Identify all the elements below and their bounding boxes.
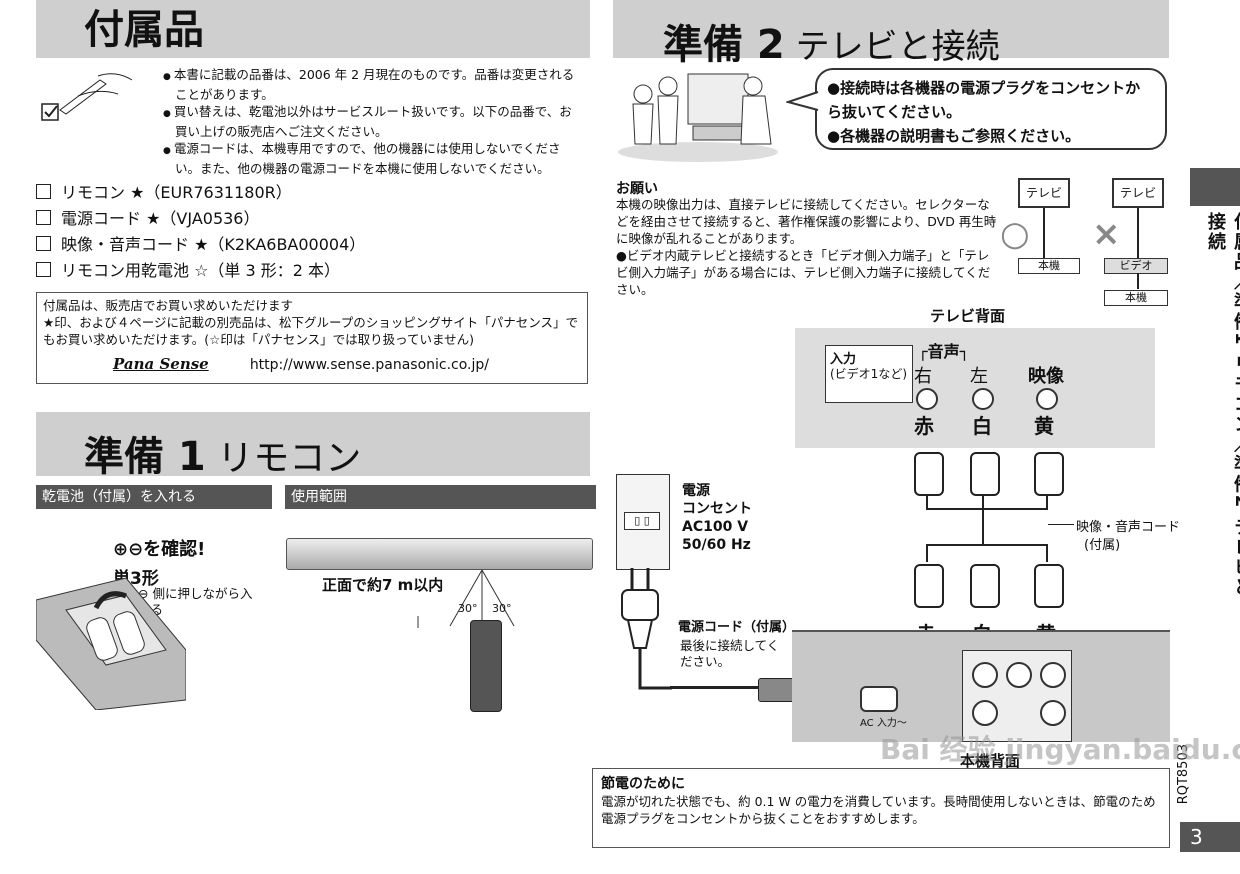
- range-subheader: 使用範囲: [285, 485, 596, 509]
- family-illustration: [618, 73, 778, 162]
- page-number-box: 3: [1180, 822, 1240, 852]
- request-text: 本機の映像出力は、直接テレビに接続してください。セレクターなどを経由させて接続す…: [616, 197, 997, 246]
- jack-white: [972, 388, 994, 410]
- video-channel: 映像: [1028, 366, 1064, 387]
- av-plug: [914, 452, 944, 496]
- jack-out-3: [1040, 662, 1066, 688]
- av-cable-bottom: [926, 544, 1048, 546]
- jack-out-5: [1040, 700, 1066, 726]
- tv-box-ok: テレビ: [1018, 178, 1070, 208]
- power-cord-note: 最後に接続してください。: [680, 638, 780, 669]
- jack-out-2: [1006, 662, 1032, 688]
- ac-inlet: [860, 686, 898, 712]
- angle-right: 30°: [492, 602, 512, 615]
- av-plug: [1034, 452, 1064, 496]
- checkbox-icon: [36, 236, 51, 251]
- checkbox-icon: [36, 184, 51, 199]
- accessories-title: 付属品: [84, 7, 204, 53]
- unit-box-ng: 本機: [1104, 290, 1168, 306]
- power-cord: [670, 686, 760, 689]
- panasense-logo: Pana Sense: [113, 355, 209, 373]
- range-label: 正面で約7 m以内: [322, 576, 444, 594]
- accessory-item: 電源コード ★（VJA0536）: [36, 206, 586, 232]
- audio-label: ┌音声┐: [918, 342, 970, 361]
- shop-url[interactable]: http://www.sense.panasonic.co.jp/: [249, 357, 490, 373]
- power-cord-label: 電源コード（付属）: [678, 620, 796, 635]
- pen-check-icon: [41, 73, 133, 121]
- watermark: Bai 经验 jingyan.baidu.com: [880, 733, 1240, 766]
- prep2-title: 準備 2 テレビと接続: [663, 22, 1000, 68]
- shop-info-text2: ★印、および４ページに記載の別売品は、松下グループのショッピングサイト「パナセン…: [43, 315, 578, 347]
- caution-bubble: ●接続時は各機器の電源プラグをコンセントから抜いてください。 ●各機器の説明書も…: [815, 68, 1167, 150]
- jack-red: [916, 388, 938, 410]
- color-white-top: 白: [972, 414, 992, 438]
- av-cable-top: [926, 508, 1048, 510]
- accessory-item: 映像・音声コード ★（K2KA6BA00004）: [36, 232, 586, 258]
- shop-info-box: 付属品は、販売店でお買い求めいただけます ★印、および４ページに記載の別売品は、…: [36, 292, 588, 384]
- power-plug-image: [621, 568, 672, 690]
- accessories-notes: 本書に記載の品番は、2006 年 2 月現在のものです。品番は変更されることがあ…: [163, 66, 583, 177]
- jack-out-4: [972, 700, 998, 726]
- checkbox-icon: [36, 210, 51, 225]
- request-title: お願い: [616, 181, 658, 197]
- color-yellow-top: 黄: [1034, 414, 1054, 438]
- av-cord-label: 映像・音声コード: [1076, 520, 1181, 535]
- av-cord-note: (付属): [1084, 538, 1121, 553]
- accessory-list: リモコン ★（EUR7631180R） 電源コード ★（VJA0536） 映像・…: [36, 180, 586, 284]
- range-angle-diagram: [417, 569, 515, 628]
- note-item: 買い替えは、乾電池以外はサービスルート扱いです。以下の品番で、お買い上げの販売店…: [163, 103, 583, 140]
- power-label: 電源 コンセント AC100 V 50/60 Hz: [682, 483, 752, 553]
- angle-left: 30°: [458, 602, 478, 615]
- accessory-item: リモコン用乾電池 ☆（単 3 形：2 本）: [36, 258, 586, 284]
- dvd-player-image: [286, 538, 593, 570]
- remote-image: [470, 620, 502, 712]
- right-channel: 右: [914, 366, 932, 387]
- bubble-tail: [786, 91, 819, 111]
- request-bullet: ●ビデオ内蔵テレビと接続するとき「ビデオ側入力端子」と「テレビ側入力端子」がある…: [616, 248, 991, 297]
- unit-box-ok: 本機: [1018, 258, 1080, 274]
- unit-back-label: 本機背面: [960, 752, 1021, 770]
- tv-back-label: テレビ背面: [930, 307, 1006, 325]
- note-item: 本書に記載の品番は、2006 年 2 月現在のものです。品番は変更されることがあ…: [163, 66, 583, 103]
- av-plug: [1034, 564, 1064, 608]
- video-box: ビデオ: [1104, 258, 1168, 274]
- av-plug: [970, 564, 1000, 608]
- input-label-box: 入力 (ビデオ1など): [825, 345, 913, 403]
- prep1-title: 準備 1 リモコン: [84, 434, 362, 480]
- energy-saving-box: 節電のために 電源が切れた状態でも、約 0.1 W の電力を消費しています。長時…: [592, 768, 1170, 848]
- tv-box-ng: テレビ: [1112, 178, 1164, 208]
- side-tab-block: [1190, 168, 1240, 206]
- jack-out-1: [972, 662, 998, 688]
- ng-mark: ×: [1092, 214, 1121, 254]
- jack-yellow: [1036, 388, 1058, 410]
- prep2-header: [613, 0, 1169, 58]
- battery-subheader: 乾電池（付属）を入れる: [36, 485, 272, 509]
- side-tab-text: 付属品／準備1 リモコン／準備2 テレビと接続: [1205, 212, 1240, 598]
- energy-saving-title: 節電のために: [601, 776, 685, 792]
- ok-mark: ○: [1000, 214, 1030, 254]
- polarity-confirm: ⊕⊖を確認!: [113, 539, 206, 560]
- ac-in-label: AC 入力～: [860, 718, 907, 729]
- battery-compartment-image: [36, 577, 186, 710]
- checkbox-icon: [36, 262, 51, 277]
- note-item: 電源コードは、本機専用ですので、他の機器には使用しないでください。また、他の機器…: [163, 140, 583, 177]
- av-plug: [970, 452, 1000, 496]
- shop-info-text1: 付属品は、販売店でお買い求めいただけます: [43, 298, 294, 313]
- outlet-socket: ▯ ▯: [624, 512, 660, 530]
- prep1-header: [36, 412, 590, 476]
- av-plug: [914, 564, 944, 608]
- left-channel: 左: [970, 366, 988, 387]
- accessories-header: [36, 0, 590, 58]
- accessory-item: リモコン ★（EUR7631180R）: [36, 180, 586, 206]
- energy-saving-text: 電源が切れた状態でも、約 0.1 W の電力を消費しています。長時間使用しないと…: [601, 794, 1156, 826]
- color-red-top: 赤: [914, 414, 934, 438]
